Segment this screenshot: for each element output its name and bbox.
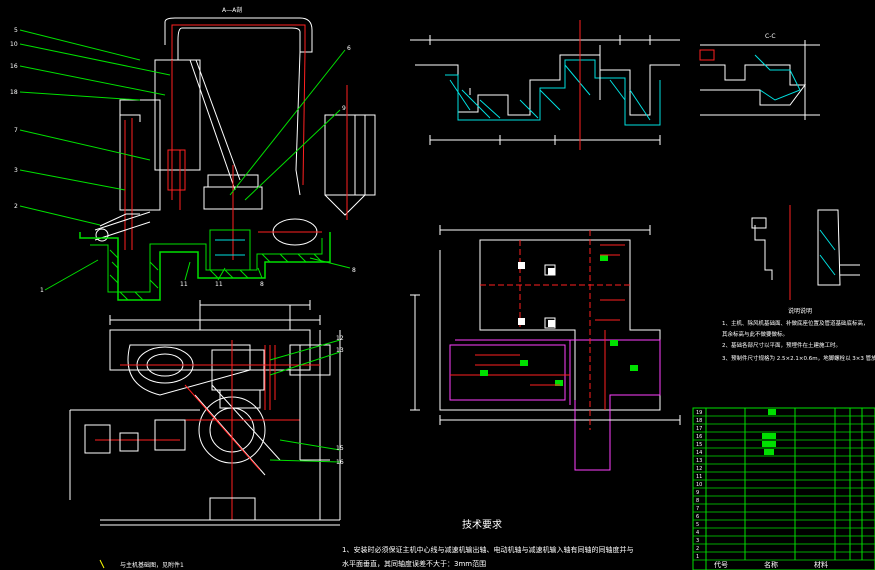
- bom-row-no: 16: [696, 434, 702, 440]
- callout: 16: [336, 459, 344, 466]
- callouts-left: 5 10 16 18 7 3 2 1: [10, 27, 44, 294]
- tech-requirements: 技术要求 1、安装时必须保证主机中心线与减速机输出轴、电动机轴与减速机输入轴有同…: [342, 518, 633, 568]
- bom-row-no: 15: [696, 442, 702, 448]
- bom-header-material: 材料: [814, 560, 828, 569]
- note-line: 2、基础各部尺寸以平面，预埋件在土建施工时。: [722, 341, 841, 349]
- bom-row-lines: [693, 415, 875, 561]
- bom-row-no: 1: [696, 554, 699, 560]
- bom-header-name: 名称: [764, 560, 778, 569]
- bom-fills: [762, 409, 776, 455]
- note-line: 其余标高与此不做要做标。: [722, 330, 788, 338]
- bom-row-no: 12: [696, 466, 702, 472]
- callouts-mid: 12 13 15 16: [336, 335, 344, 466]
- plan-view: 12 13 15 16 与主机基础图，见附件1: [69, 300, 344, 569]
- callout: 7: [14, 127, 18, 134]
- callout: 13: [336, 347, 344, 354]
- note-line: 1、主机、除风机基础面、补做底座位置及管道基础底标高，: [722, 319, 869, 327]
- bottom-left-note: 与主机基础图，见附件1: [120, 561, 184, 569]
- bom-row-no: 14: [696, 450, 702, 456]
- callout: 1: [40, 287, 44, 294]
- bom-row-no: 7: [696, 506, 699, 512]
- bom-row-no: 2: [696, 546, 699, 552]
- callout: 2: [14, 203, 18, 210]
- bom-row-no: 13: [696, 458, 702, 464]
- bom-row-no: 3: [696, 538, 699, 544]
- notes-block: 说明说明 1、主机、除风机基础面、补做底座位置及管道基础底标高， 其余标高与此不…: [722, 307, 875, 362]
- tech-title: 技术要求: [462, 518, 502, 531]
- section-mark: C-C: [765, 33, 776, 40]
- bom-row-no: 8: [696, 498, 699, 504]
- callout: 6: [347, 45, 351, 52]
- callout: 18: [10, 89, 18, 96]
- section-a-a: A—A剖: [10, 6, 376, 301]
- bom-table: 19 18 17 16 15 14 13 12 11 10 9 8 7 6 5 …: [692, 407, 875, 570]
- bom-row-no: 18: [696, 418, 702, 424]
- bom-row-no: 19: [696, 410, 702, 416]
- bom-header-code: 代号: [714, 560, 728, 569]
- callout: 3: [14, 167, 18, 174]
- bom-row-no: 17: [696, 426, 702, 432]
- tech-line: 水平面垂直，其同轴度误差不大于：3mm范围: [342, 559, 486, 568]
- note-line: 3、预制件尺寸规格为 2.5×2.1×0.6m，地脚螺栓以 3×3 管放置。: [722, 354, 875, 362]
- callout: 10: [10, 41, 18, 48]
- bom-row-no: 11: [696, 474, 702, 480]
- callout: 8: [352, 267, 356, 274]
- bom-row-no: 5: [696, 522, 699, 528]
- bom-row-numbers: 19 18 17 16 15 14 13 12 11 10 9 8 7 6 5 …: [696, 410, 702, 560]
- callout: 5: [14, 27, 18, 34]
- bom-row-no: 4: [696, 530, 699, 536]
- callout: 9: [342, 105, 346, 112]
- callout: 11: [180, 281, 188, 288]
- callout: 11: [215, 281, 223, 288]
- foundation-sections: C-C: [410, 20, 860, 300]
- foundation-plan: [410, 225, 681, 471]
- callout: 12: [336, 335, 344, 342]
- section-title: A—A剖: [222, 6, 242, 14]
- callout: 16: [10, 63, 18, 70]
- tech-line: 1、安装时必须保证主机中心线与减速机输出轴、电动机轴与减速机输入轴有同轴的同轴度…: [342, 545, 633, 554]
- callouts-top: 6 9 8 11 11 8: [180, 45, 356, 288]
- bom-row-no: 9: [696, 490, 699, 496]
- yellow-marker: [99, 559, 105, 569]
- bom-row-no: 10: [696, 482, 702, 488]
- callout: 8: [260, 281, 264, 288]
- notes-title: 说明说明: [788, 307, 812, 315]
- callout: 15: [336, 445, 344, 452]
- bom-row-no: 6: [696, 514, 699, 520]
